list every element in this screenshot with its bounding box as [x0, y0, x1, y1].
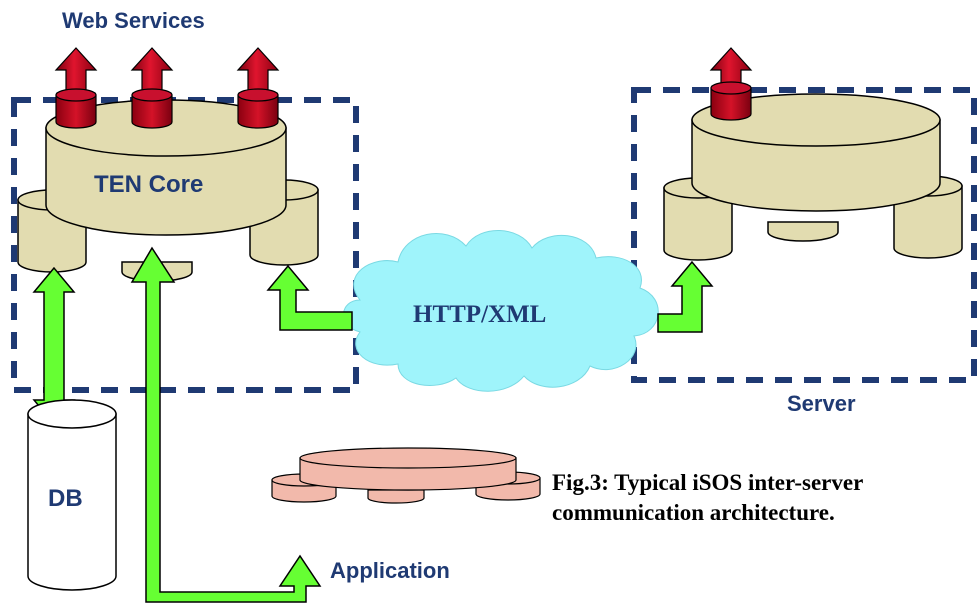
figure-caption-line2: communication architecture.: [552, 500, 835, 525]
server-label: Server: [787, 391, 856, 416]
ten-core-disc: [45, 99, 287, 236]
left-node-boundary: [11, 97, 359, 393]
service-arrow-2: [130, 47, 174, 129]
application-label: Application: [330, 558, 450, 583]
ten-core-label: TEN Core: [94, 171, 203, 198]
http-xml-label: HTTP/XML: [413, 301, 546, 328]
server-service-arrow: [709, 47, 753, 121]
right-http-arrow: [657, 260, 714, 333]
service-arrow-3: [236, 47, 280, 129]
server-core-disc: [691, 93, 941, 212]
db-label: DB: [48, 485, 83, 512]
left-http-arrow: [266, 264, 353, 331]
application-link-arrow: [130, 246, 322, 603]
http-xml-cloud: [343, 230, 659, 392]
web-services-label: Web Services: [62, 8, 205, 33]
figure-caption-line1: Fig.3: Typical iSOS inter-server: [552, 470, 863, 495]
db-cylinder: [27, 399, 117, 591]
service-arrow-1: [54, 47, 98, 129]
application-component: [271, 447, 541, 504]
right-node-boundary: [631, 87, 977, 383]
